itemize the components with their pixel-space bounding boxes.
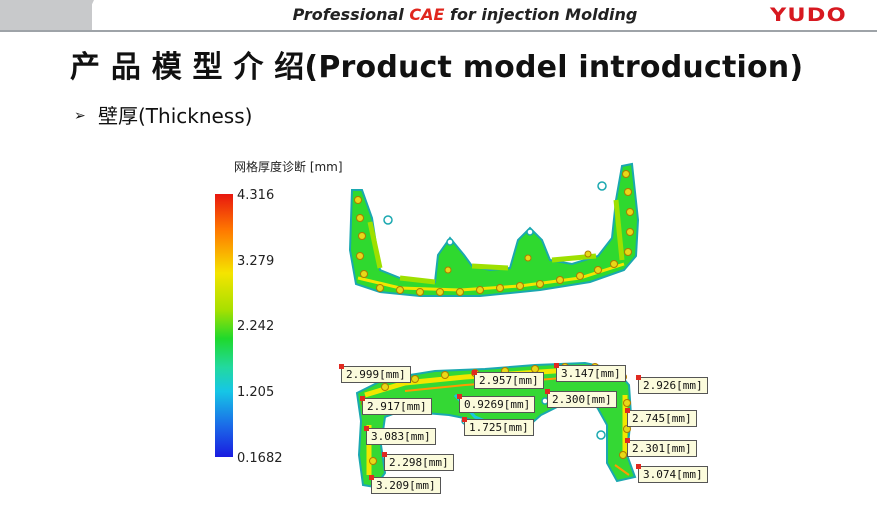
thickness-color-bar xyxy=(215,194,233,457)
thickness-label: 3.074[mm] xyxy=(636,464,708,483)
thickness-label: 1.725[mm] xyxy=(462,417,534,436)
header-slant xyxy=(80,0,94,30)
thickness-label: 3.209[mm] xyxy=(369,475,441,494)
thickness-label: 2.917[mm] xyxy=(360,396,432,415)
thickness-label: 2.745[mm] xyxy=(625,408,697,427)
legend-tick-min: 0.1682 xyxy=(237,451,283,466)
bullet-item: ➢ 壁厚(Thickness) xyxy=(74,100,252,129)
thickness-label: 3.083[mm] xyxy=(364,426,436,445)
thickness-label: 2.298[mm] xyxy=(382,452,454,471)
thickness-label: 0.9269[mm] xyxy=(456,394,536,413)
legend-tick-4: 1.205 xyxy=(237,385,275,400)
thickness-label: 3.147[mm] xyxy=(554,363,626,382)
thickness-label: 2.301[mm] xyxy=(625,438,697,457)
legend-tick-max: 4.316 xyxy=(237,188,275,203)
header-title: Professional CAE for injection Molding xyxy=(270,5,660,24)
product-model-top-view xyxy=(348,162,640,297)
header-title-accent: CAE xyxy=(409,5,445,24)
header-title-post: for injection Molding xyxy=(444,5,638,24)
thickness-label: 2.300[mm] xyxy=(545,389,617,408)
legend-title: 网格厚度诊断 [mm] xyxy=(234,160,343,174)
bullet-text: 壁厚(Thickness) xyxy=(98,104,253,128)
page-title: 产 品 模 型 介 绍(Product model introduction) xyxy=(70,50,804,85)
legend-tick-mid: 2.242 xyxy=(237,319,275,334)
legend-tick-2: 3.279 xyxy=(237,254,275,269)
thickness-label: 2.957[mm] xyxy=(472,370,544,389)
yudo-logo: YUDO xyxy=(770,4,847,26)
header-grey-block xyxy=(0,0,92,30)
bullet-arrow-icon: ➢ xyxy=(74,108,86,124)
header-divider xyxy=(0,30,877,32)
thickness-label: 2.926[mm] xyxy=(636,375,708,394)
header-title-pre: Professional xyxy=(292,5,410,24)
thickness-label: 2.999[mm] xyxy=(339,364,411,383)
